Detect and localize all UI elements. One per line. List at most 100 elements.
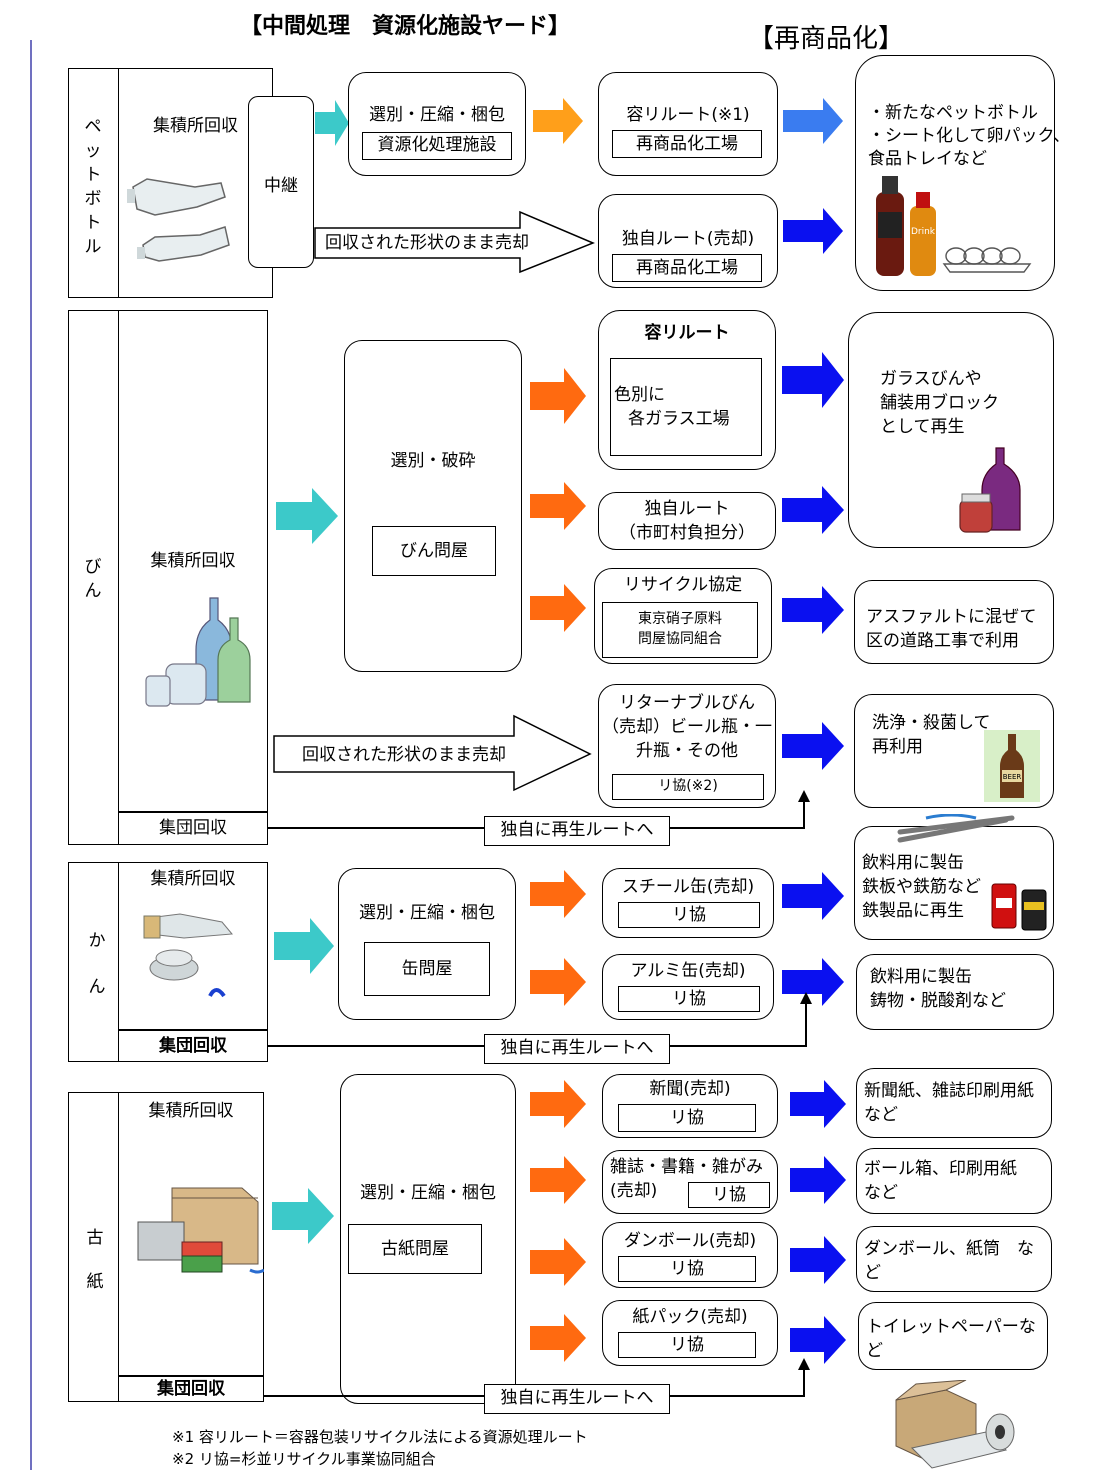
bin-own-route-line bbox=[268, 790, 810, 829]
bin-route3-sub-line-1: 東京硝子原料 bbox=[638, 611, 722, 627]
bin-category-box bbox=[68, 310, 120, 845]
can-own-route-label: 独自に再生ルートへ bbox=[500, 1038, 654, 1058]
bin-collection-box bbox=[118, 310, 268, 812]
paper-bundles-image bbox=[137, 1187, 264, 1274]
paper-route4-label: 紙パック(売却) bbox=[632, 1307, 748, 1327]
bin-outcome1-line-3: として再生 bbox=[880, 417, 965, 437]
paper-category-label: 古紙 bbox=[86, 1228, 104, 1292]
can-process-label: 選別・圧縮・梱包 bbox=[359, 903, 495, 923]
paper-orange-arrow-3 bbox=[530, 1238, 586, 1286]
bin-group-label: 集団回収 bbox=[159, 818, 227, 838]
paper-products-image bbox=[895, 1380, 1015, 1469]
glass-bottles-image bbox=[145, 597, 251, 707]
bin-route1-sub-line-2: 各ガラス工場 bbox=[628, 409, 730, 429]
can-orange-arrow-2 bbox=[530, 958, 586, 1006]
can-route1-sub-label: リ協 bbox=[672, 905, 706, 925]
bin-blue-arrow-2 bbox=[782, 486, 844, 534]
paper-own-route-line bbox=[264, 1358, 810, 1397]
pet-process-label: 選別・圧縮・梱包 bbox=[369, 105, 505, 125]
pet-relay-box bbox=[248, 96, 314, 268]
can-outcome1-line-3: 鉄製品に再生 bbox=[862, 901, 964, 921]
paper-route1-sub-label: リ協 bbox=[670, 1108, 704, 1128]
pet-relay-label: 中継 bbox=[264, 176, 298, 196]
paper-route3-sub-label: リ協 bbox=[670, 1259, 704, 1279]
bin-blue-arrow-4 bbox=[782, 722, 844, 770]
paper-wholesaler-label: 古紙問屋 bbox=[381, 1239, 449, 1259]
can-group-label: 集団回収 bbox=[159, 1036, 227, 1056]
bin-outcome3-line-2: 再利用 bbox=[872, 737, 923, 757]
bin-process-box bbox=[344, 340, 522, 672]
can-collection-label: 集積所回収 bbox=[150, 869, 236, 889]
can-blue-arrow-1 bbox=[782, 872, 844, 920]
paper-collection-label: 集積所回収 bbox=[148, 1101, 234, 1121]
bin-wholesaler-label: びん問屋 bbox=[400, 541, 468, 561]
bin-outcome2-line-1: アスファルトに混ぜて bbox=[866, 607, 1037, 627]
paper-blue-arrow-4 bbox=[790, 1316, 846, 1364]
paper-route2-sub-label: リ協 bbox=[712, 1185, 746, 1205]
pet-route1-label: 容リルート(※1) bbox=[626, 105, 750, 125]
bin-outcome1-line-1: ガラスびんや bbox=[880, 369, 982, 389]
header-recommercialize: 【再商品化】 bbox=[748, 24, 905, 54]
paper-route3-label: ダンボール(売却) bbox=[623, 1231, 757, 1251]
bin-orange-arrow-2 bbox=[530, 482, 586, 530]
paper-outcome3-box bbox=[856, 1226, 1052, 1292]
can-category-box bbox=[68, 862, 120, 1062]
paper-outcome2-line-1: ボール箱、印刷用紙 bbox=[864, 1159, 1017, 1179]
paper-outcome4-box bbox=[858, 1302, 1048, 1370]
paper-route1-sub-box bbox=[618, 1104, 756, 1132]
pet-bottles-image bbox=[127, 178, 230, 262]
can-route2-sub-label: リ協 bbox=[672, 989, 706, 1009]
bin-route2-box bbox=[598, 492, 776, 550]
paper-category-box bbox=[68, 1092, 120, 1402]
bin-blue-arrow-1 bbox=[782, 352, 844, 408]
can-route1-sub-box bbox=[618, 902, 760, 928]
drink-cans-image bbox=[991, 883, 1047, 931]
paper-group-box bbox=[118, 1376, 264, 1402]
can-group-box bbox=[118, 1030, 268, 1062]
paper-route2-line-1: 雑誌・書籍・雑がみ bbox=[610, 1157, 763, 1177]
bin-sell-arrow bbox=[273, 714, 592, 792]
paper-orange-arrow-2 bbox=[530, 1156, 586, 1204]
pet-blue-arrow-2 bbox=[783, 208, 843, 254]
bin-route4-line-1: リターナブルびん bbox=[619, 693, 755, 713]
bin-process-label: 選別・破砕 bbox=[390, 451, 476, 471]
cans-image bbox=[143, 913, 233, 998]
bin-blue-arrow-3 bbox=[782, 586, 844, 634]
paper-outcome3-line-1: ダンボール、紙筒 な bbox=[864, 1239, 1034, 1259]
pet-outcome-line-2: ・シート化して卵パック、 bbox=[868, 126, 1070, 146]
drink-label: Drink bbox=[911, 227, 936, 237]
paper-outcome1-box bbox=[856, 1068, 1052, 1138]
bin-route4-sub-box bbox=[612, 774, 764, 800]
pet-outcome-line-1: ・新たなペットボトル bbox=[868, 103, 1038, 123]
left-margin-rule bbox=[30, 40, 32, 1470]
footnote-2: ※2 リ協=杉並リサイクル事業協同組合 bbox=[172, 1450, 436, 1468]
paper-route2-line-2: (売却) bbox=[610, 1181, 658, 1201]
bin-route2-line-2: （市町村負担分） bbox=[619, 523, 755, 543]
bin-route1-sub-box bbox=[610, 358, 762, 456]
bin-outcome1-line-2: 舗装用ブロック bbox=[880, 393, 999, 413]
bin-wholesaler-box bbox=[372, 526, 496, 576]
pet-route1-factory-label: 再商品化工場 bbox=[636, 134, 738, 154]
pet-sell-label: 回収された形状のまま売却 bbox=[325, 233, 529, 253]
bin-route3-sub-line-2: 問屋協同組合 bbox=[638, 631, 722, 647]
paper-outcome1-line-1: 新聞紙、雑誌印刷用紙 bbox=[864, 1081, 1034, 1101]
bin-route3-sub-box bbox=[602, 602, 758, 658]
bin-category-label: びん bbox=[84, 557, 102, 601]
can-route1-label: スチール缶(売却) bbox=[621, 877, 755, 897]
can-outcome2-line-1: 飲料用に製缶 bbox=[870, 967, 972, 987]
bin-outcome2-line-2: 区の道路工事で利用 bbox=[866, 631, 1019, 651]
beer-bottle-image: BEER bbox=[984, 730, 1040, 802]
can-teal-arrow bbox=[274, 918, 334, 974]
bin-route4-sub-label: リ協(※2) bbox=[658, 778, 718, 794]
bin-own-route-label: 独自に再生ルートへ bbox=[500, 820, 654, 840]
bin-route2-line-1: 独自ルート bbox=[644, 499, 730, 519]
bin-sell-label: 回収された形状のまま売却 bbox=[302, 745, 506, 765]
glass-products-image bbox=[959, 447, 1021, 533]
pet-collection-label: 集積所回収 bbox=[153, 116, 238, 136]
paper-route1-label: 新聞(売却) bbox=[649, 1079, 731, 1099]
paper-blue-arrow-2 bbox=[790, 1156, 846, 1204]
can-collection-box bbox=[118, 862, 268, 1030]
bin-outcome2-box bbox=[854, 580, 1054, 664]
can-route2-sub-box bbox=[618, 986, 760, 1012]
pet-orange-arrow bbox=[533, 98, 583, 144]
